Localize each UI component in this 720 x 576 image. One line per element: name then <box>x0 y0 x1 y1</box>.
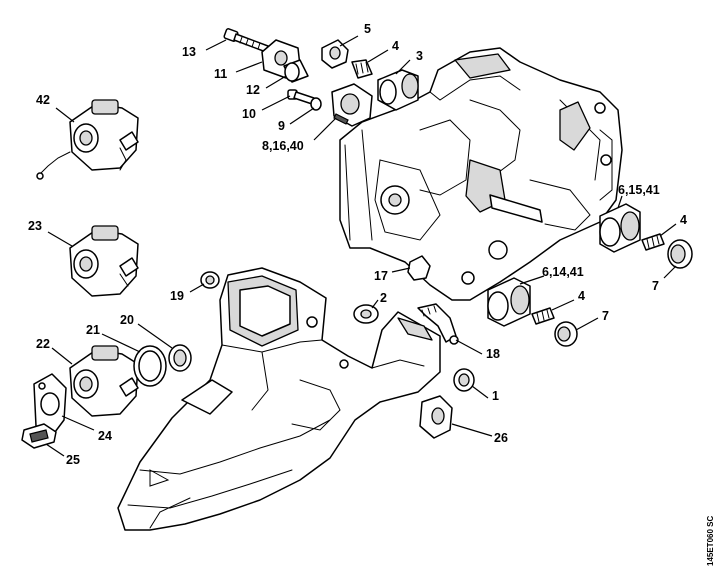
callout-18: 18 <box>486 347 500 361</box>
callout-7-mid: 7 <box>602 309 609 323</box>
callout-17: 17 <box>374 269 388 283</box>
callout-42: 42 <box>36 93 50 107</box>
callout-4-top: 4 <box>392 39 399 53</box>
part-21-ring <box>133 345 167 387</box>
leader-lines <box>45 35 677 457</box>
callout-13: 13 <box>182 45 196 59</box>
part-5-collar <box>321 39 349 69</box>
callout-3: 3 <box>416 49 423 63</box>
drawing-code: 145ET060 SC <box>706 516 715 566</box>
callout-5: 5 <box>364 22 371 36</box>
part-12-sleeve <box>283 59 309 83</box>
callout-26: 26 <box>494 431 508 445</box>
part-6-14-41-mount <box>487 277 531 327</box>
callout-21: 21 <box>86 323 100 337</box>
callout-7-right: 7 <box>652 279 659 293</box>
part-4-screw-mid <box>531 307 555 325</box>
part-1-grommet <box>453 368 475 392</box>
part-13-screw <box>223 28 269 53</box>
callout-25: 25 <box>66 453 80 467</box>
part-19-grommet <box>200 271 220 289</box>
callout-1: 1 <box>492 389 499 403</box>
part-18-fuel-hose <box>417 303 459 345</box>
callout-4-right: 4 <box>680 213 687 227</box>
part-8-16-40-cap <box>331 83 373 127</box>
callout-20: 20 <box>120 313 134 327</box>
callout-6-14-41: 6,14,41 <box>542 265 584 279</box>
callouts: 13 11 12 10 9 8,16,40 5 4 3 42 23 6,15,4… <box>28 22 687 467</box>
part-26-valve <box>419 395 453 439</box>
callout-10: 10 <box>242 107 256 121</box>
part-4-screw-right <box>641 233 665 251</box>
part-17-nipple <box>407 255 431 281</box>
part-24-gasket <box>33 373 67 437</box>
callout-23: 23 <box>28 219 42 233</box>
part-4-screw-top <box>351 59 373 79</box>
callout-8-16-40: 8,16,40 <box>262 139 304 153</box>
callout-4-mid: 4 <box>578 289 585 303</box>
part-25-clip <box>21 423 57 449</box>
part-23-carburetor <box>69 225 139 297</box>
part-2-grommet <box>353 304 379 324</box>
part-9-sleeve <box>310 97 322 111</box>
callout-2: 2 <box>380 291 387 305</box>
part-7-plug-right <box>667 239 693 269</box>
callout-6-15-41: 6,15,41 <box>618 183 660 197</box>
part-42-carburetor <box>36 99 139 180</box>
part-20-ring <box>168 344 192 372</box>
tank-housing <box>117 267 441 531</box>
part-3-mount <box>377 69 419 111</box>
part-10-screw <box>287 89 315 105</box>
callout-19: 19 <box>170 289 184 303</box>
callout-22: 22 <box>36 337 50 351</box>
callout-9: 9 <box>278 119 285 133</box>
part-22-carburetor <box>69 345 139 417</box>
part-6-15-41-mount <box>599 203 641 253</box>
callout-12: 12 <box>246 83 260 97</box>
part-7-plug-mid <box>554 321 578 347</box>
callout-24: 24 <box>98 429 112 443</box>
crankcase <box>339 47 623 301</box>
callout-11: 11 <box>214 67 227 81</box>
